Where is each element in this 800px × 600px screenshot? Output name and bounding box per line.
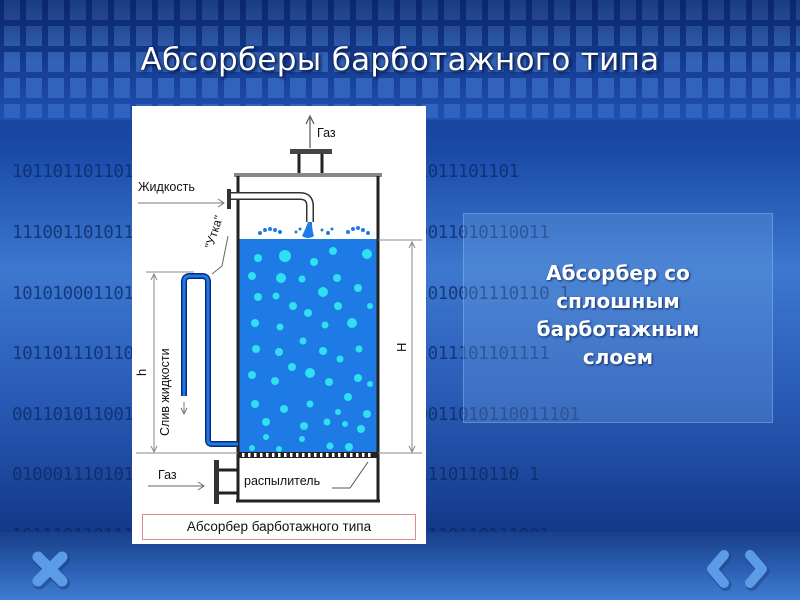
chevron-right-icon <box>745 550 770 591</box>
header-fade <box>0 0 800 120</box>
previous-slide-button[interactable] <box>702 547 734 591</box>
chevron-left-icon <box>707 550 732 591</box>
next-slide-button[interactable] <box>740 547 772 591</box>
description-text: Абсорбер со сплошным барботажным слоем <box>464 259 772 371</box>
H-dimension-label: H <box>394 342 409 352</box>
close-button[interactable] <box>28 547 72 591</box>
figure-caption: Абсорбер барботажного типа <box>142 514 416 540</box>
description-panel: Абсорбер со сплошным барботажным слоем <box>463 213 773 423</box>
description-line: слоем <box>582 345 654 369</box>
gas-in-label: Газ <box>158 468 177 482</box>
description-line: барботажным <box>536 317 700 341</box>
liquid-drain-label: Слив жидкости <box>158 348 172 436</box>
description-line: Абсорбер со <box>546 261 690 285</box>
close-icon <box>32 551 70 590</box>
absorber-schematic <box>136 114 422 504</box>
sprayer-label: распылитель <box>244 474 321 488</box>
h-dimension-label: h <box>134 368 149 376</box>
slide-title: Абсорберы барботажного типа <box>140 42 660 78</box>
description-line: сплошным <box>556 289 680 313</box>
liquid-in-label: Жидкость <box>138 180 195 194</box>
absorber-diagram: Газ Жидкость "Утка" Слив жидкости h H Га… <box>132 106 426 544</box>
gas-out-label: Газ <box>317 126 336 140</box>
